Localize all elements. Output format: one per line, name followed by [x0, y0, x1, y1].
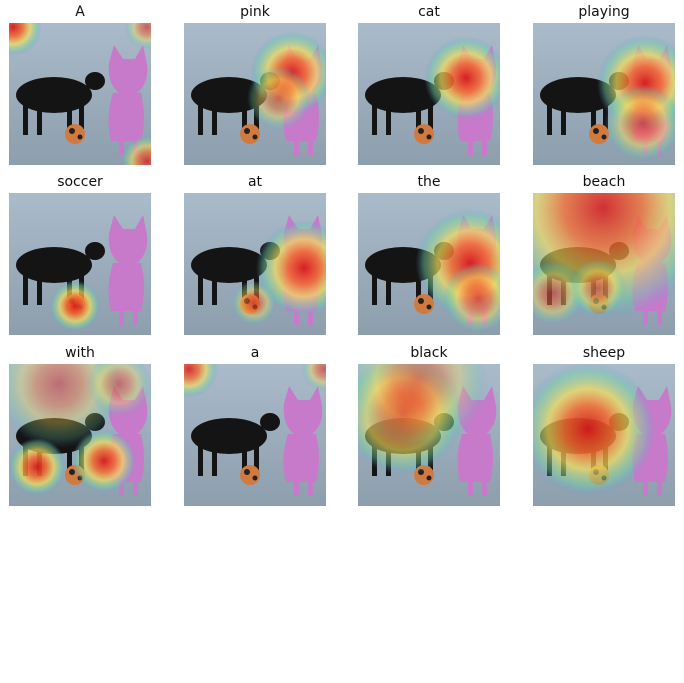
- panel-title: a: [250, 345, 260, 361]
- panel-title: cat: [418, 4, 440, 20]
- panel-title: pink: [240, 4, 270, 20]
- attention-hotspot: [424, 36, 500, 120]
- attention-heatmap-image: [533, 193, 675, 335]
- attention-hotspot: [121, 135, 151, 165]
- ball-shape: [240, 465, 260, 485]
- ball-shape: [589, 124, 609, 144]
- attention-hotspot: [533, 364, 656, 497]
- sheep-shape: [16, 72, 105, 135]
- attention-hotspot: [87, 364, 151, 416]
- attention-heatmap-image: [533, 23, 675, 165]
- ball-shape: [240, 124, 260, 144]
- attention-heatmap-image: [9, 364, 151, 506]
- panel-title: beach: [582, 174, 626, 190]
- attention-hotspot: [231, 280, 277, 326]
- attention-heatmap-image: [184, 364, 326, 506]
- panel-title: A: [75, 4, 85, 20]
- sheep-shape: [191, 413, 280, 476]
- attention-heatmap-image: [533, 364, 675, 506]
- attention-hotspot: [256, 220, 326, 316]
- attention-hotspot: [358, 364, 489, 450]
- attention-hotspot: [247, 66, 311, 130]
- cat-shape: [108, 45, 148, 155]
- attention-hotspot: [9, 438, 66, 496]
- panel-title: sheep: [582, 345, 626, 361]
- attention-heatmap-image: [184, 23, 326, 165]
- attention-heatmap-image: [358, 364, 500, 506]
- attention-hotspot: [72, 429, 136, 493]
- attention-hotspot: [9, 23, 42, 56]
- attention-hotspot: [604, 84, 675, 162]
- panel-title: black: [410, 345, 448, 361]
- attention-hotspot: [442, 262, 500, 334]
- cat-shape: [283, 386, 323, 496]
- panel-title: soccer: [57, 174, 103, 190]
- panel-title: with: [65, 345, 95, 361]
- ball-shape: [414, 294, 434, 314]
- attention-heatmap-image: [358, 193, 500, 335]
- attention-hotspot: [569, 259, 627, 317]
- attention-heatmap-image: [9, 23, 151, 165]
- panel-title: the: [417, 174, 441, 190]
- attention-hotspot: [49, 280, 101, 332]
- ball-shape: [65, 124, 85, 144]
- cat-shape: [108, 215, 148, 325]
- panel-title: at: [247, 174, 263, 190]
- attention-heatmap-image: [358, 23, 500, 165]
- panel-title: playing: [578, 4, 630, 20]
- attention-heatmap-image: [9, 193, 151, 335]
- attention-hotspot: [184, 364, 218, 398]
- attention-heatmap-image: [184, 193, 326, 335]
- attention-hotspot: [124, 23, 151, 50]
- ball-shape: [414, 124, 434, 144]
- attention-hotspot: [301, 364, 326, 392]
